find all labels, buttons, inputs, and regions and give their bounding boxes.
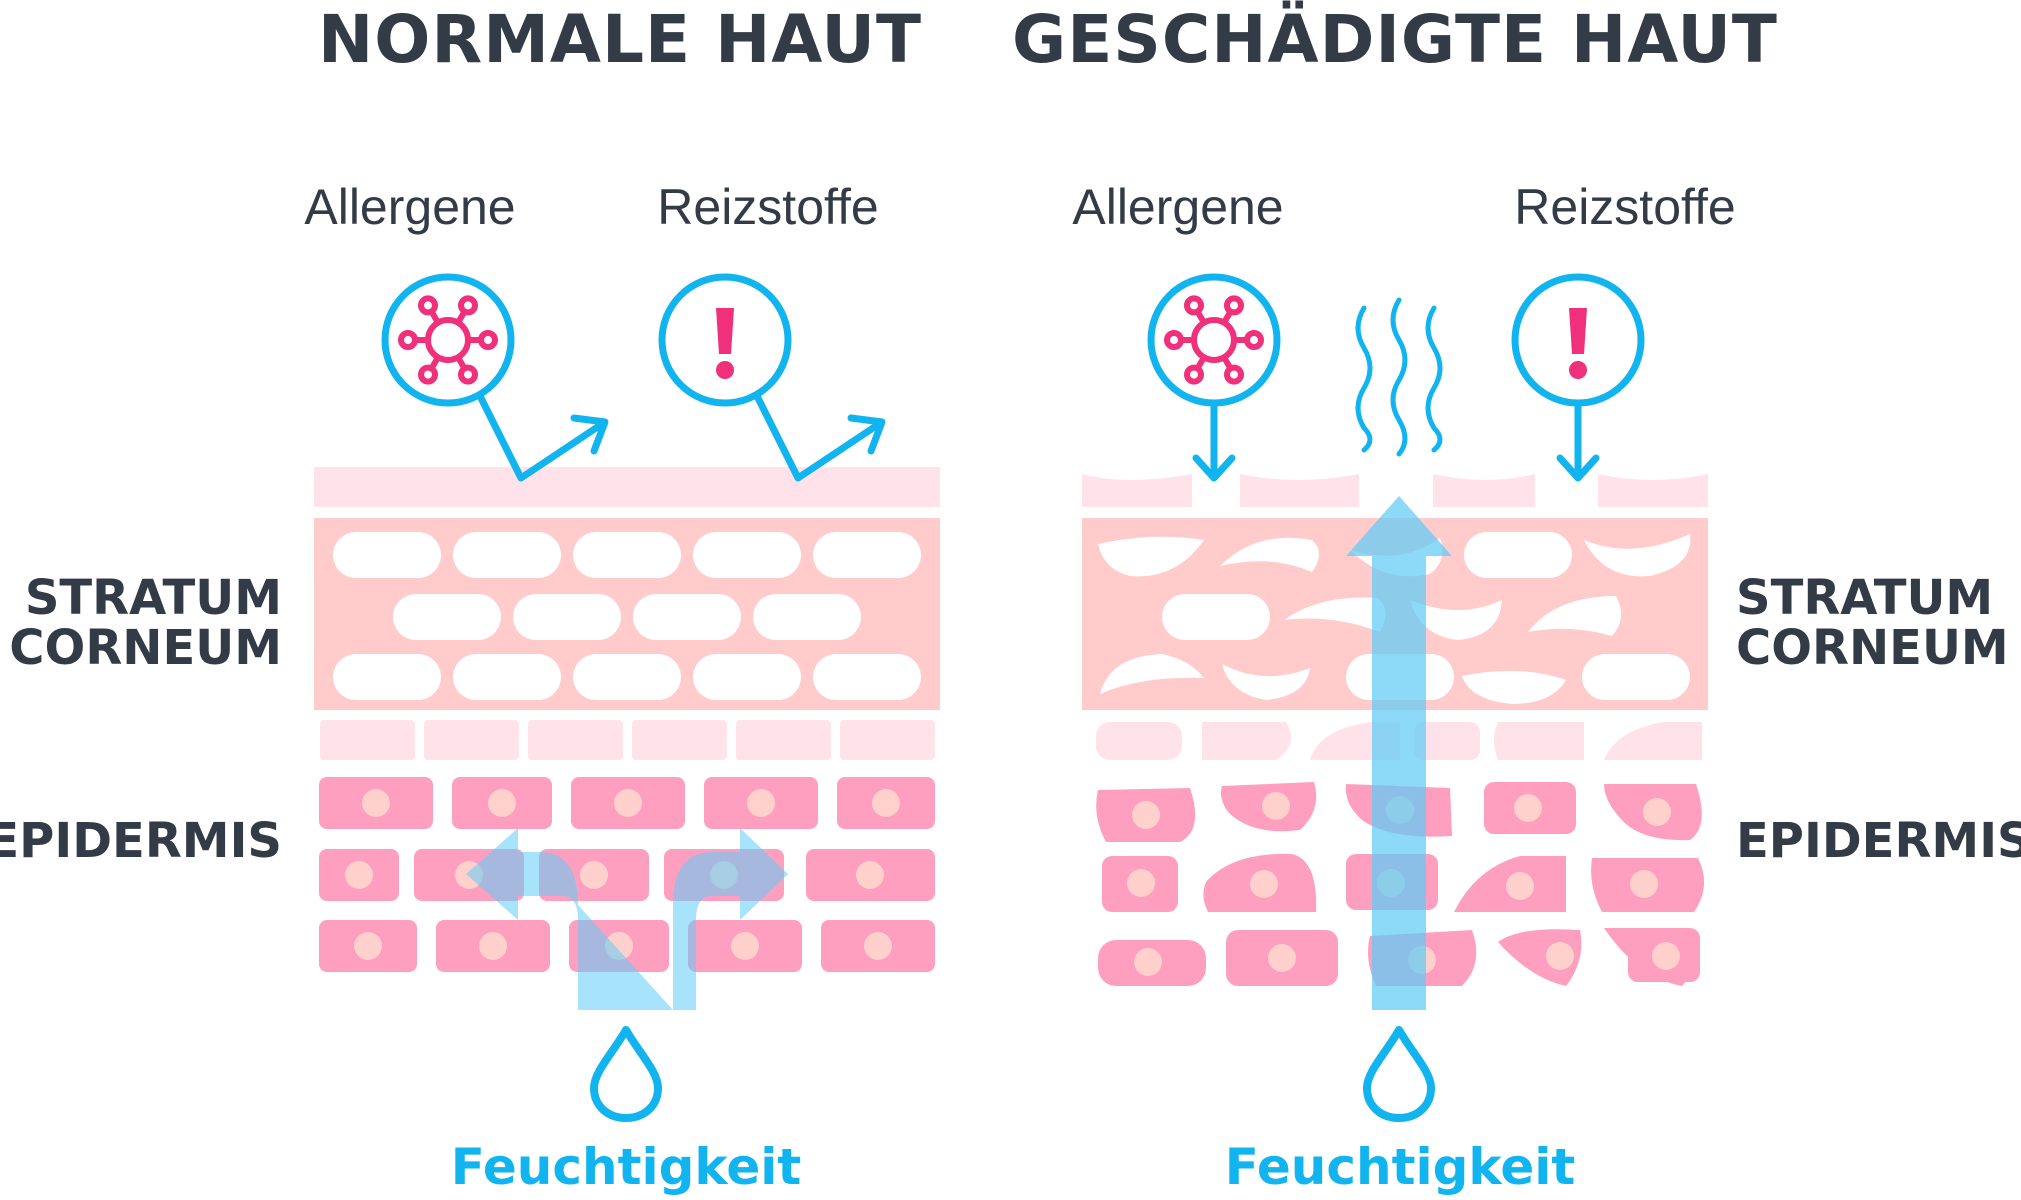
normal-epidermis-cells <box>319 777 935 972</box>
normal-irritant-deflection <box>658 273 886 482</box>
left-stratum-label-line1: STRATUM <box>25 570 282 626</box>
normal-water-drop-icon <box>594 1030 658 1118</box>
normal-corneocytes <box>333 532 921 700</box>
damaged-moisture-label: Feuchtigkeit <box>1225 1138 1576 1196</box>
damaged-irritant-label: Reizstoffe <box>1514 179 1735 235</box>
damaged-skin-title: GESCHÄDIGTE HAUT <box>1012 0 1778 78</box>
damaged-moisture-loss-arrow <box>1346 496 1452 1010</box>
damaged-top-layer <box>1082 474 1708 507</box>
damaged-water-drop-icon <box>1367 1030 1431 1118</box>
left-stratum-label-line2: CORNEUM <box>9 620 282 676</box>
normal-skin-panel <box>314 273 940 1118</box>
damaged-skin-panel <box>1082 273 1708 1118</box>
damaged-irritant-penetration <box>1511 273 1645 482</box>
normal-top-layer <box>314 467 940 507</box>
normal-skin-title: NORMALE HAUT <box>318 1 922 78</box>
right-epidermis-label: EPIDERMIS <box>1736 813 2021 869</box>
damaged-allergen-penetration <box>1147 273 1281 482</box>
normal-moisture-retention-arrow <box>466 828 788 1010</box>
normal-moisture-label: Feuchtigkeit <box>451 1138 802 1196</box>
irritant-exclamation-icon <box>716 308 734 379</box>
right-stratum-label-line1: STRATUM <box>1736 570 1993 626</box>
normal-granular-layer <box>320 720 935 760</box>
left-epidermis-label: EPIDERMIS <box>0 813 282 869</box>
evaporation-wavy-lines-icon <box>1355 297 1443 457</box>
normal-irritant-label: Reizstoffe <box>657 179 878 235</box>
normal-allergen-deflection <box>381 273 609 482</box>
normal-allergen-label: Allergene <box>304 179 515 235</box>
damaged-allergen-label: Allergene <box>1072 179 1283 235</box>
right-stratum-label-line2: CORNEUM <box>1736 620 2009 676</box>
irritant-exclamation-icon <box>1569 308 1587 379</box>
